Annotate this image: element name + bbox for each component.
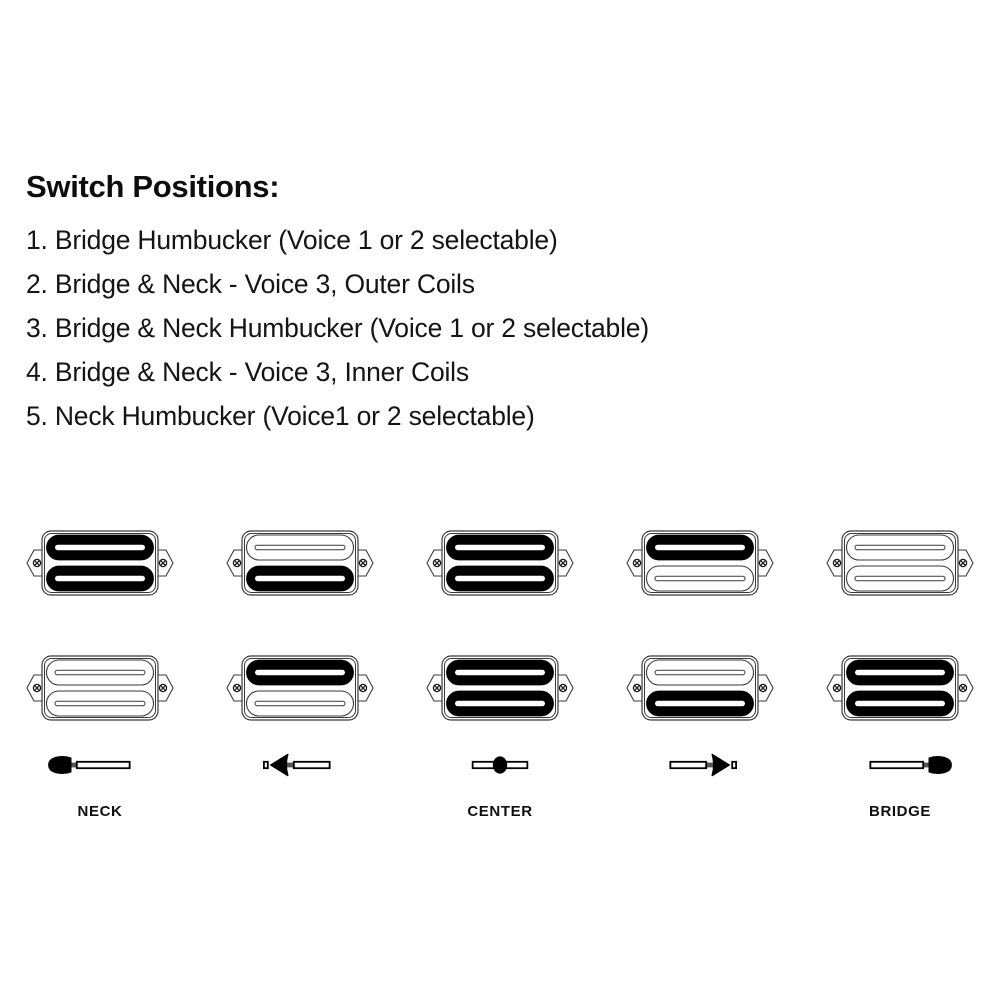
bridge-pickup-row bbox=[0, 640, 1000, 735]
switch-label-bridge: BRIDGE bbox=[869, 802, 931, 820]
list-item: 2. Bridge & Neck - Voice 3, Outer Coils bbox=[26, 269, 475, 299]
switch-blade-left-mid-icon[interactable] bbox=[200, 745, 400, 785]
list-item: 1. Bridge Humbucker (Voice 1 or 2 select… bbox=[26, 225, 558, 255]
switch-label-2 bbox=[200, 798, 400, 824]
switch-label-4 bbox=[600, 798, 800, 824]
switch-blade-center-dot-icon[interactable] bbox=[400, 745, 600, 785]
page-title: Switch Positions: bbox=[26, 169, 280, 204]
pickup-neck-pos-2 bbox=[200, 515, 400, 610]
switch-blade-right-icon[interactable] bbox=[800, 745, 1000, 785]
list-item: 3. Bridge & Neck Humbucker (Voice 1 or 2… bbox=[26, 313, 649, 343]
switch-blade-left-icon[interactable] bbox=[0, 745, 200, 785]
pickup-neck-pos-5 bbox=[800, 515, 1000, 610]
switch-label-row: NECK CENTER BRIDGE bbox=[0, 798, 1000, 824]
pickup-bridge-pos-3 bbox=[400, 640, 600, 735]
switch-positions-text-block: Switch Positions: 1. Bridge Humbucker (V… bbox=[26, 168, 926, 438]
pickup-bridge-pos-4 bbox=[600, 640, 800, 735]
neck-pickup-row bbox=[0, 515, 1000, 610]
switch-position-list: 1. Bridge Humbucker (Voice 1 or 2 select… bbox=[26, 218, 926, 438]
pickup-bridge-pos-1 bbox=[0, 640, 200, 735]
pickup-bridge-pos-2 bbox=[200, 640, 400, 735]
list-item: 4. Bridge & Neck - Voice 3, Inner Coils bbox=[26, 357, 469, 387]
switch-label-center: CENTER bbox=[467, 802, 533, 820]
pickup-bridge-pos-5 bbox=[800, 640, 1000, 735]
switch-blade-right-mid-icon[interactable] bbox=[600, 745, 800, 785]
pickup-neck-pos-1 bbox=[0, 515, 200, 610]
pickup-neck-pos-3 bbox=[400, 515, 600, 610]
switch-label-neck: NECK bbox=[77, 802, 123, 820]
switch-blade-row bbox=[0, 745, 1000, 785]
list-item: 5. Neck Humbucker (Voice1 or 2 selectabl… bbox=[26, 401, 535, 431]
pickup-neck-pos-4 bbox=[600, 515, 800, 610]
pickup-state-grid bbox=[0, 515, 1000, 725]
